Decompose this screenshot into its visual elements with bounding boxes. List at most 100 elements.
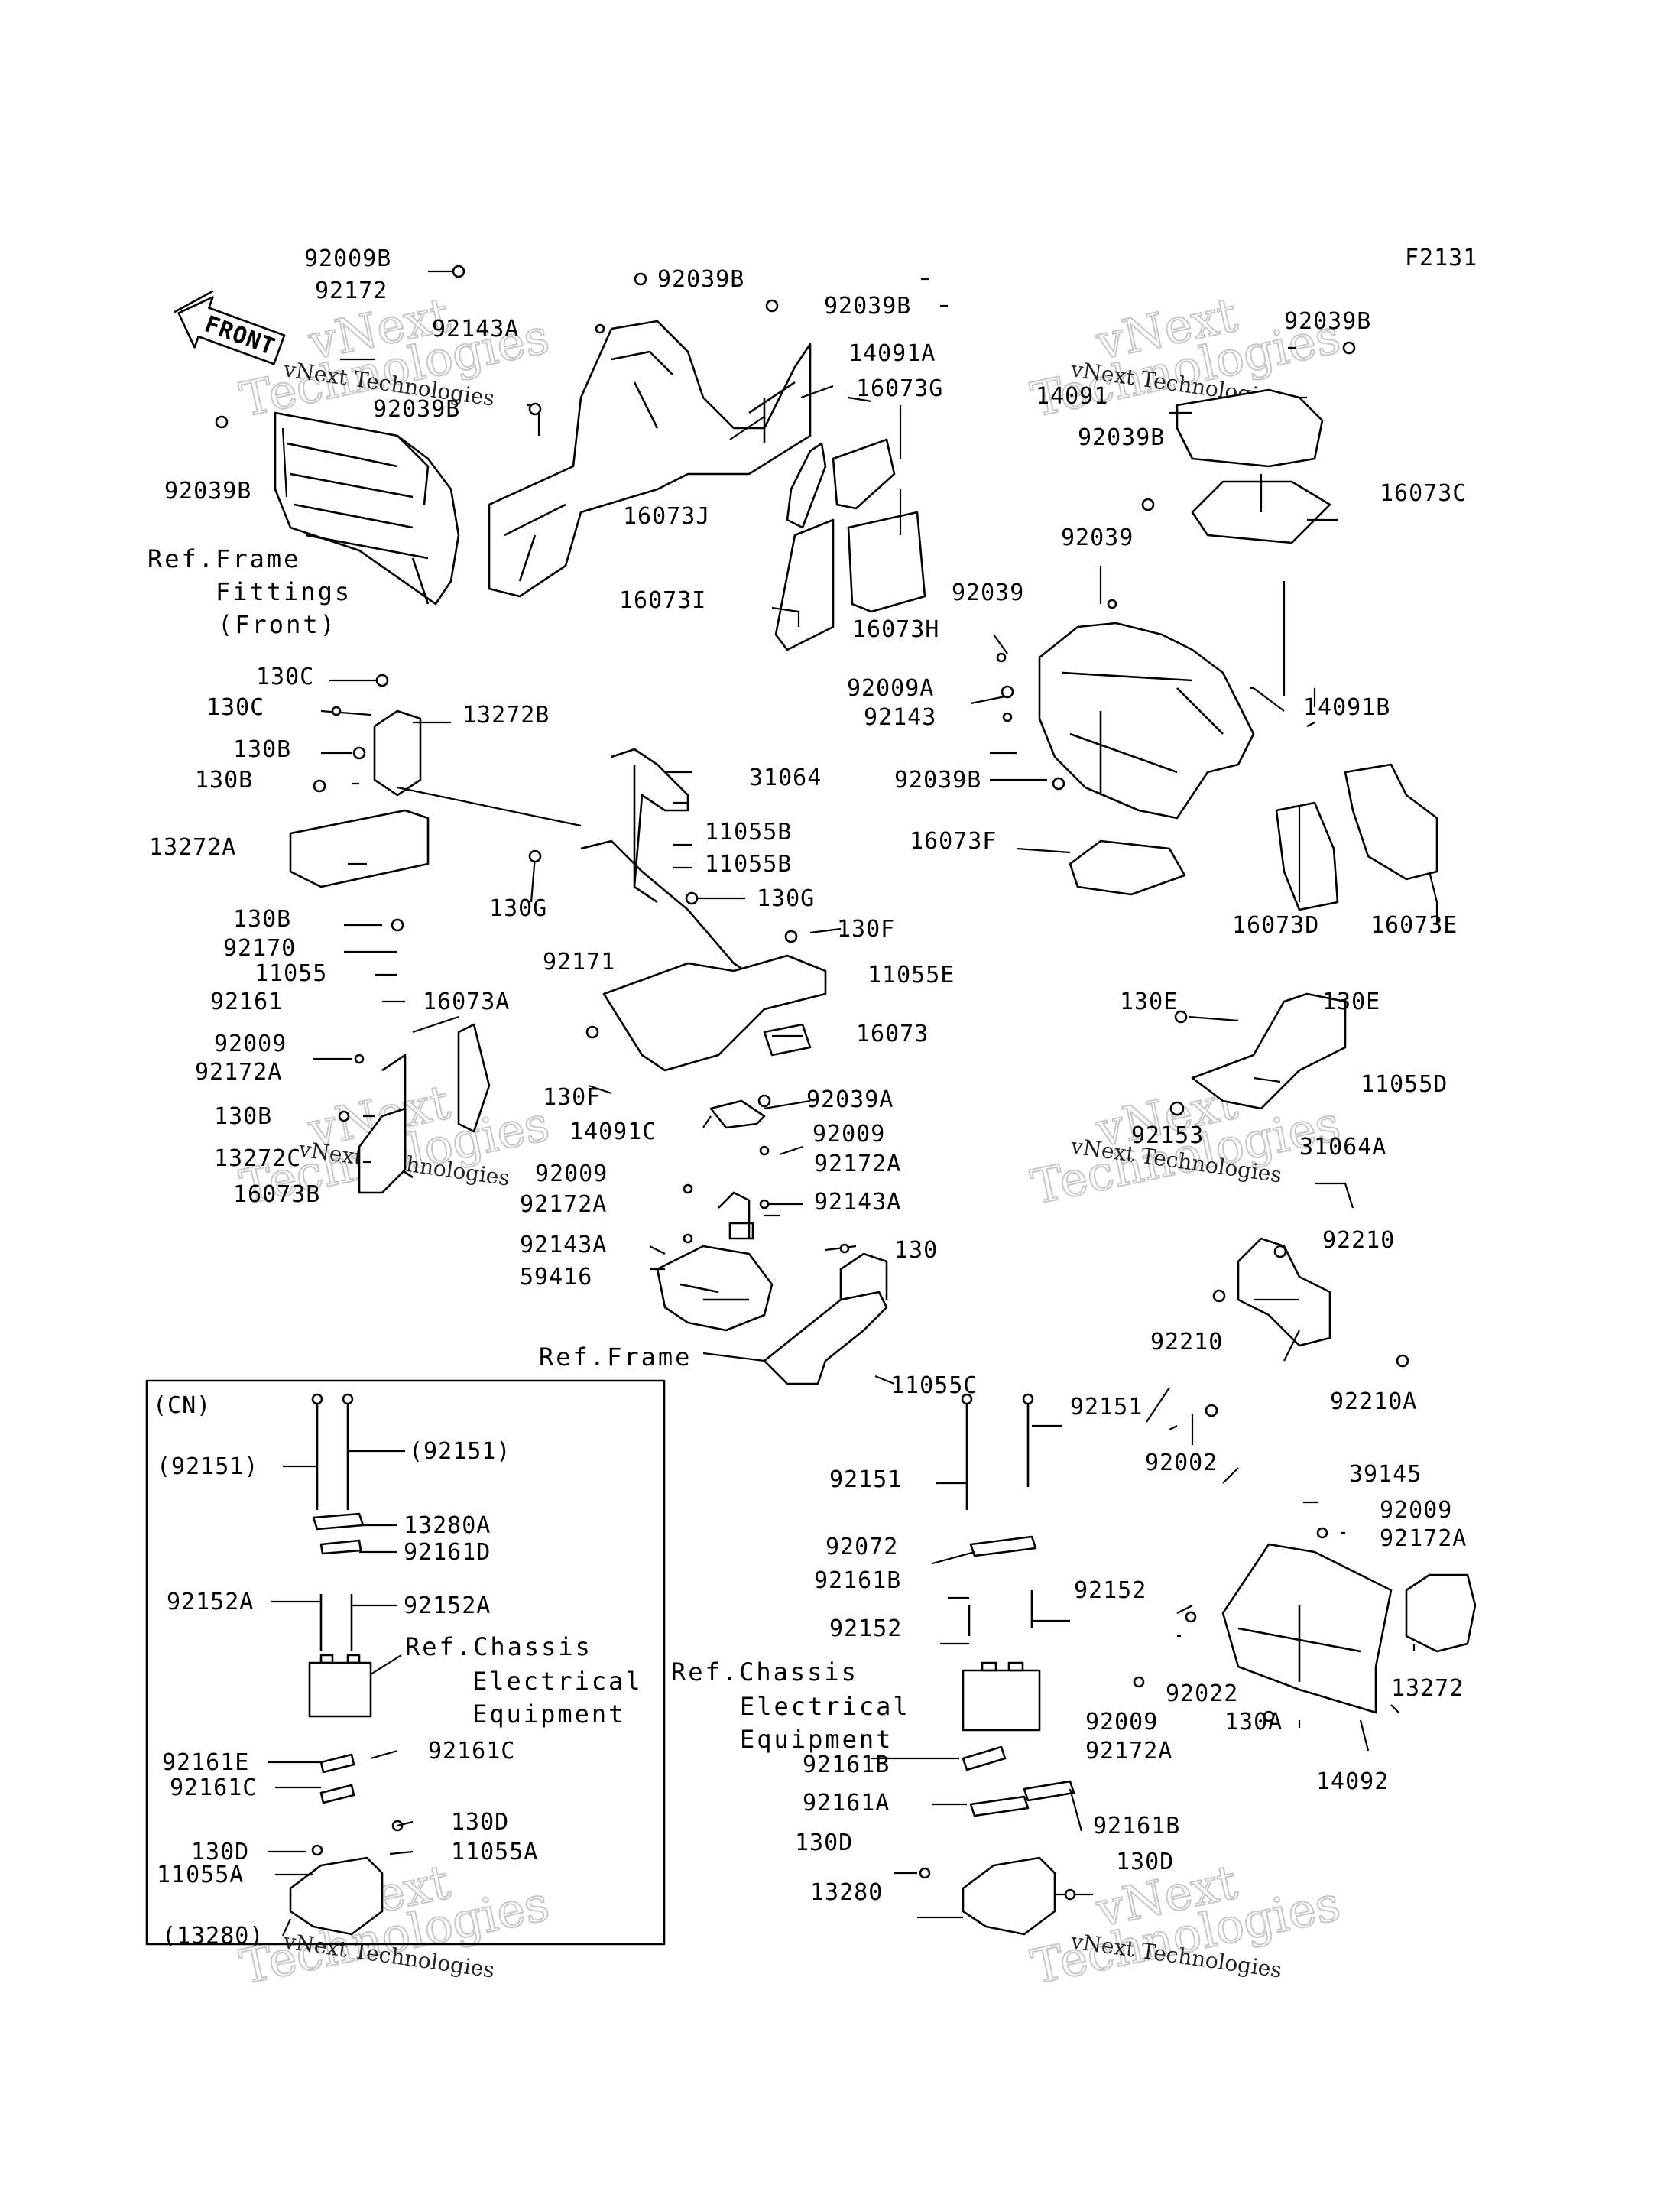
part-label: 92039 (952, 580, 1024, 606)
note-ref-frame-fittings-2: Fittings (216, 577, 352, 606)
part-label: 130B (214, 1103, 272, 1130)
part-label: 130G (757, 885, 815, 912)
part-label: 92161B (814, 1567, 901, 1594)
part-label: 92172A (1380, 1525, 1467, 1552)
part-label: 16073 (856, 1021, 929, 1047)
part-label: 31064 (749, 765, 822, 791)
part-label: 14091A (848, 340, 936, 367)
part-label: 13272 (1391, 1675, 1464, 1702)
part-label: 16073F (910, 828, 997, 855)
part-label: 92172 (315, 278, 388, 304)
part-label: 11055A (157, 1862, 244, 1888)
part-label: (92151) (157, 1453, 258, 1480)
part-label: 16073E (1370, 912, 1458, 939)
note-ref-frame: Ref.Frame (539, 1343, 692, 1372)
part-label: 92152 (829, 1615, 902, 1642)
part-label: 130C (256, 664, 314, 690)
part-label: 11055B (705, 851, 792, 878)
part-label: 92039A (806, 1086, 894, 1113)
part-labels: 92009B 92172 92039B 92039B 92143A 14091A… (149, 245, 1467, 1950)
part-label: 59416 (520, 1264, 592, 1291)
part-label: 31064A (1299, 1134, 1386, 1161)
part-label: 130E (1322, 989, 1380, 1015)
part-label: 92161 (210, 989, 283, 1015)
part-label: 92039B (373, 396, 460, 423)
part-label: 130B (195, 767, 253, 794)
part-label: 16073D (1232, 912, 1319, 939)
part-label: 92210 (1322, 1227, 1395, 1254)
note-ref-frame-fittings-1: Ref.Frame (148, 544, 300, 573)
part-label: 92072 (825, 1534, 898, 1560)
part-label: 13280 (810, 1879, 883, 1906)
part-label: 92152A (167, 1589, 254, 1615)
part-label: 92143A (432, 316, 519, 343)
note-cn-ref-chassis-2: Electrical (472, 1667, 643, 1696)
part-label: 130D (451, 1809, 509, 1836)
part-label: 92039B (164, 478, 251, 505)
part-label: 11055A (451, 1839, 538, 1865)
part-label: 92172A (1085, 1738, 1172, 1765)
part-label: 13272A (149, 834, 236, 861)
part-label: 92161C (170, 1774, 257, 1801)
part-label: 92009 (535, 1161, 608, 1187)
note-ref-frame-fittings-3: (Front) (218, 610, 337, 639)
part-label: 130C (206, 694, 264, 721)
part-label: 92009A (847, 675, 934, 702)
part-label: 92039 (1061, 524, 1134, 551)
part-label: 130D (191, 1839, 249, 1865)
part-label: 92009 (214, 1031, 287, 1057)
part-label: 130A (1224, 1709, 1283, 1735)
part-label: 92009 (812, 1121, 885, 1148)
part-label: 92210 (1150, 1329, 1223, 1355)
part-label: 92161C (428, 1738, 515, 1765)
part-label: 92039B (894, 767, 981, 794)
part-label: 92039B (824, 293, 911, 320)
part-label: 11055C (890, 1372, 978, 1399)
part-label: 92022 (1166, 1680, 1238, 1707)
part-label: 16073B (233, 1181, 320, 1208)
part-label: 92170 (223, 935, 296, 962)
part-label: 16073A (423, 989, 510, 1015)
part-label: 92153 (1131, 1122, 1204, 1149)
part-label: 92039B (657, 266, 744, 293)
part-label: 14091 (1036, 383, 1108, 410)
front-arrow-icon: FRONT (174, 290, 286, 365)
fasteners (215, 265, 1409, 1901)
part-label: 130D (795, 1830, 853, 1856)
part-label: (92151) (409, 1438, 511, 1465)
cn-inset: (CN) (145, 1379, 666, 1946)
part-shapes (274, 320, 1477, 1936)
part-label: 92152 (1074, 1577, 1146, 1604)
part-label: 92152A (404, 1592, 491, 1619)
part-label: 92009B (304, 245, 391, 272)
part-label: 16073G (856, 375, 943, 402)
part-label: 14091B (1303, 694, 1390, 721)
part-label: 16073I (619, 587, 706, 614)
part-label: 92039B (1078, 424, 1165, 451)
part-label: 92210A (1330, 1388, 1417, 1415)
part-label: 16073H (852, 616, 939, 643)
part-label: 92009 (1380, 1497, 1452, 1524)
part-label: 92161B (803, 1752, 890, 1778)
part-label: 92172A (195, 1059, 282, 1086)
note-ref-chassis-1: Ref.Chassis (671, 1657, 858, 1687)
part-label: 14092 (1316, 1768, 1389, 1795)
part-label: 92143 (864, 704, 936, 731)
part-label: (13280) (162, 1923, 264, 1950)
part-label: 14091C (569, 1118, 657, 1145)
figure-id: F2131 (1405, 245, 1477, 271)
part-label: 130F (837, 916, 895, 943)
part-label: 11055 (255, 960, 327, 987)
part-label: 11055E (868, 962, 955, 989)
part-label: 92172A (814, 1151, 901, 1177)
part-label: 130F (543, 1084, 601, 1111)
part-label: 16073C (1380, 480, 1467, 507)
part-label: 92151 (1070, 1394, 1143, 1420)
part-label: 92172A (520, 1191, 607, 1218)
part-label: 39145 (1349, 1461, 1422, 1488)
part-label: 92143A (814, 1189, 901, 1216)
part-label: 13272C (214, 1145, 301, 1172)
part-label: 92161E (162, 1749, 249, 1776)
part-label: 130D (1116, 1849, 1174, 1875)
